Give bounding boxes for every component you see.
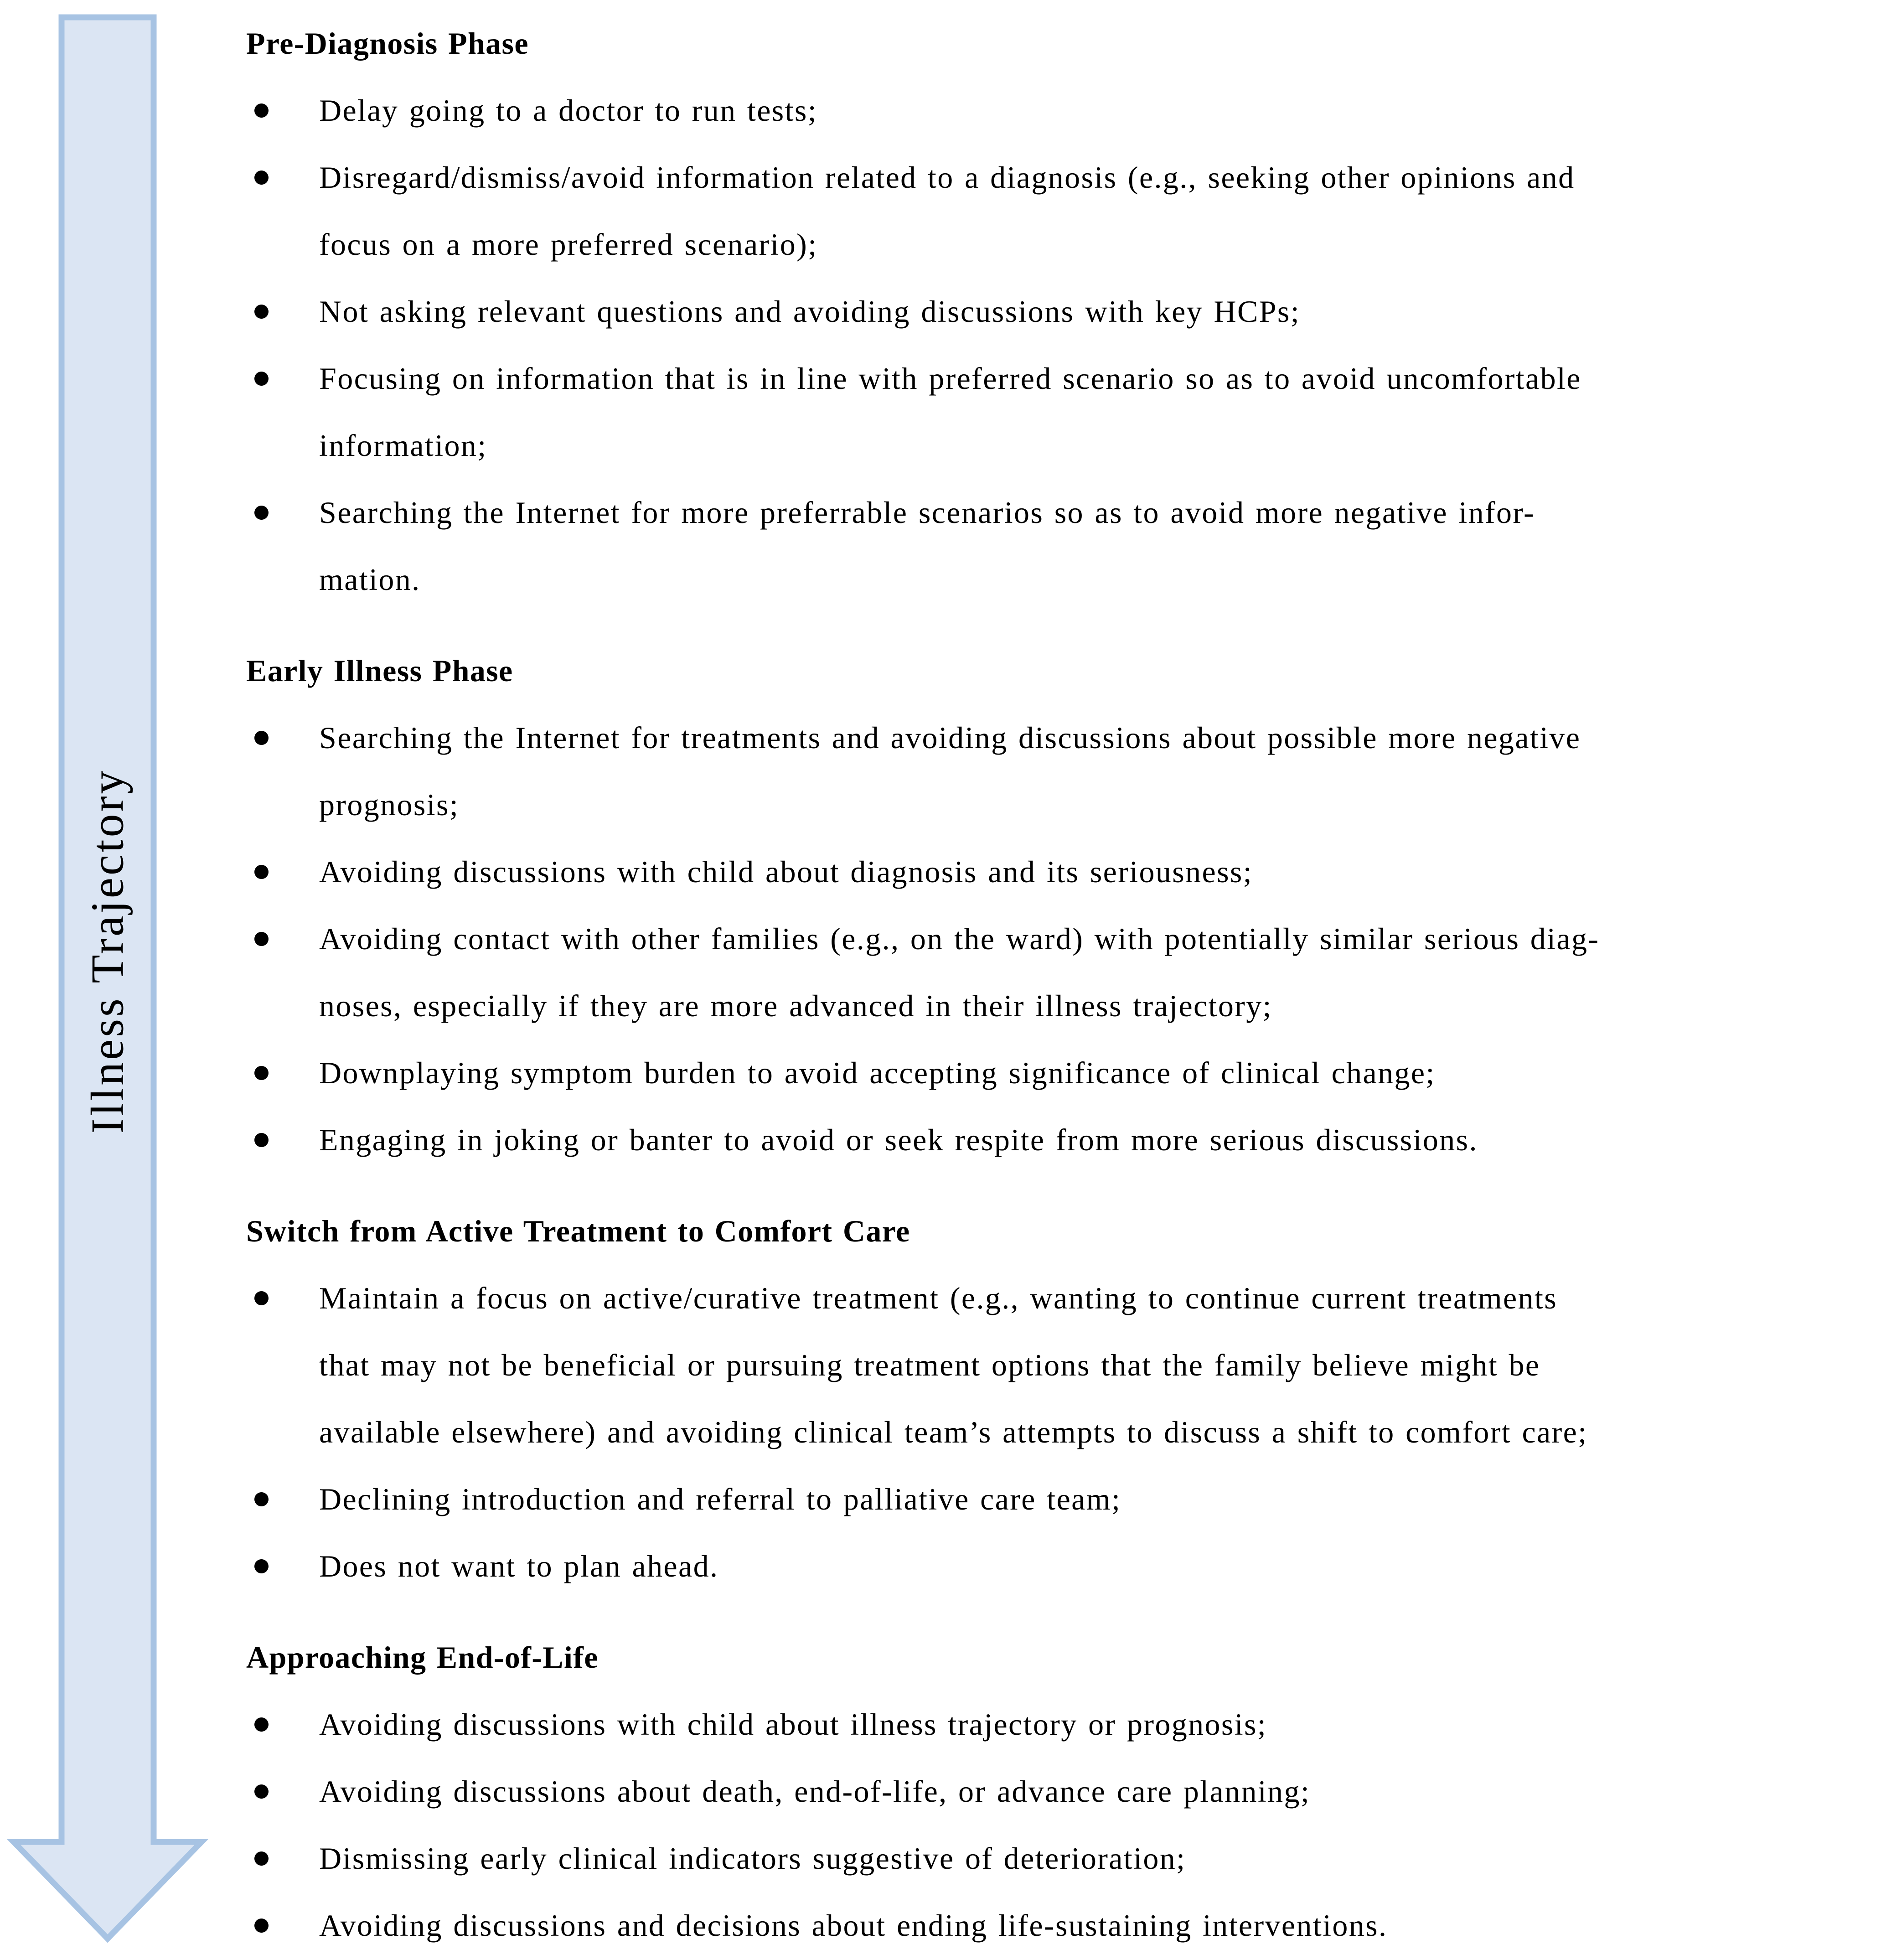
- bullet-icon: [254, 1133, 269, 1147]
- figure-content: Pre-Diagnosis Phase Delay going to a doc…: [246, 10, 1867, 1959]
- bullet-line: Downplaying symptom burden to avoid acce…: [319, 1055, 1436, 1090]
- bullet-icon: [254, 372, 269, 386]
- list-item: Focusing on information that is in line …: [246, 345, 1867, 479]
- list-item: Avoiding discussions with child about il…: [246, 1691, 1867, 1758]
- bullet-icon: [254, 731, 269, 745]
- bullet-icon: [254, 1559, 269, 1573]
- bullet-line: Dismissing early clinical indicators sug…: [319, 1841, 1186, 1876]
- list-item: Delay going to a doctor to run tests;: [246, 77, 1867, 144]
- bullet-icon: [254, 171, 269, 185]
- bullet-line: Avoiding discussions and decisions about…: [319, 1908, 1388, 1943]
- bullet-line: Maintain a focus on active/curative trea…: [319, 1281, 1558, 1315]
- section-title: Early Illness Phase: [246, 653, 513, 688]
- bullet-line: Avoiding discussions with child about il…: [319, 1707, 1267, 1742]
- bullet-line: Engaging in joking or banter to avoid or…: [319, 1122, 1478, 1157]
- bullet-icon: [254, 1291, 269, 1305]
- bullet-line: Does not want to plan ahead.: [319, 1549, 719, 1583]
- bullet-line: Declining introduction and referral to p…: [319, 1482, 1121, 1516]
- bullet-line-continued: focus on a more preferred scenario);: [319, 227, 818, 262]
- bullet-icon: [254, 305, 269, 319]
- bullet-icon: [254, 1784, 269, 1799]
- list-item: Engaging in joking or banter to avoid or…: [246, 1107, 1867, 1174]
- list-item: Maintain a focus on active/curative trea…: [246, 1265, 1867, 1466]
- list-item: Declining introduction and referral to p…: [246, 1466, 1867, 1533]
- bullet-line: Searching the Internet for treatments an…: [319, 720, 1581, 755]
- bullet-line-continued: mation.: [319, 562, 421, 597]
- section-switch-to-comfort-care: Switch from Active Treatment to Comfort …: [246, 1198, 1867, 1600]
- bullet-line-continued: available elsewhere) and avoiding clinic…: [319, 1415, 1588, 1449]
- illness-trajectory-label: Illness Trajectory: [82, 768, 134, 1134]
- bullet-icon: [254, 1066, 269, 1080]
- list-item: Searching the Internet for more preferra…: [246, 479, 1867, 613]
- bullet-icon: [254, 506, 269, 520]
- down-arrow-icon: [6, 14, 209, 1943]
- bullet-icon: [254, 865, 269, 879]
- section-title: Approaching End-of-Life: [246, 1640, 599, 1675]
- bullet-line: Delay going to a doctor to run tests;: [319, 93, 817, 128]
- section-title: Switch from Active Treatment to Comfort …: [246, 1214, 910, 1248]
- bullet-line-continued: information;: [319, 428, 487, 463]
- list-item: Avoiding discussions with child about di…: [246, 838, 1867, 905]
- bullet-line: Searching the Internet for more preferra…: [319, 495, 1535, 530]
- bullet-icon: [254, 1492, 269, 1506]
- down-arrow-shape: [6, 14, 209, 1943]
- bullet-icon: [254, 1919, 269, 1933]
- list-item: Disregard/dismiss/avoid information rela…: [246, 144, 1867, 278]
- bullet-icon: [254, 103, 269, 118]
- bullet-line: Disregard/dismiss/avoid information rela…: [319, 160, 1575, 195]
- list-item: Downplaying symptom burden to avoid acce…: [246, 1039, 1867, 1107]
- list-item: Avoiding contact with other families (e.…: [246, 905, 1867, 1039]
- bullet-line-continued: noses, especially if they are more advan…: [319, 988, 1272, 1023]
- list-item: Searching the Internet for treatments an…: [246, 704, 1867, 838]
- bullet-line: Avoiding contact with other families (e.…: [319, 921, 1600, 956]
- list-item: Avoiding discussions about death, end-of…: [246, 1758, 1867, 1825]
- illness-trajectory-arrow: Illness Trajectory: [0, 0, 214, 1960]
- section-early-illness: Early Illness Phase Searching the Intern…: [246, 637, 1867, 1174]
- bullet-icon: [254, 1851, 269, 1866]
- bullet-line-continued: prognosis;: [319, 787, 460, 822]
- bullet-icon: [254, 932, 269, 946]
- bullet-line: Avoiding discussions with child about di…: [319, 854, 1253, 889]
- list-item: Avoiding discussions and decisions about…: [246, 1892, 1867, 1959]
- list-item: Does not want to plan ahead.: [246, 1533, 1867, 1600]
- list-item: Dismissing early clinical indicators sug…: [246, 1825, 1867, 1892]
- section-title: Pre-Diagnosis Phase: [246, 26, 529, 61]
- list-item: Not asking relevant questions and avoidi…: [246, 278, 1867, 345]
- bullet-line: Focusing on information that is in line …: [319, 361, 1581, 396]
- section-pre-diagnosis: Pre-Diagnosis Phase Delay going to a doc…: [246, 10, 1867, 613]
- bullet-icon: [254, 1717, 269, 1732]
- bullet-line: Not asking relevant questions and avoidi…: [319, 294, 1301, 329]
- bullet-line-continued: that may not be beneficial or pursuing t…: [319, 1348, 1540, 1382]
- section-approaching-end-of-life: Approaching End-of-Life Avoiding discuss…: [246, 1624, 1867, 1959]
- bullet-line: Avoiding discussions about death, end-of…: [319, 1774, 1311, 1809]
